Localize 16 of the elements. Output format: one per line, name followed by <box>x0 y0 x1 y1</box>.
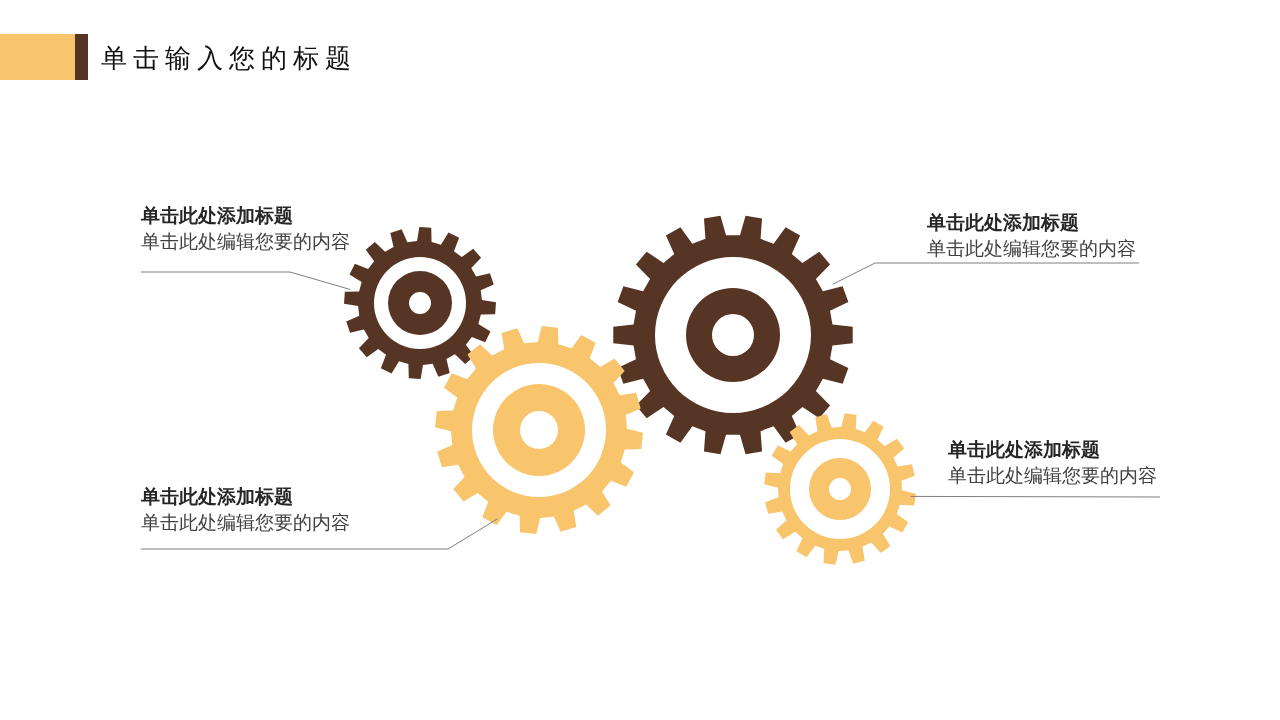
gear-icon <box>613 215 853 455</box>
item-description: 单击此处编辑您要的内容 <box>948 463 1158 488</box>
slide-title: 单击输入您的标题 <box>101 42 357 75</box>
gear-icon <box>435 326 643 534</box>
gear-icon <box>764 413 916 565</box>
item-description: 单击此处编辑您要的内容 <box>927 236 1137 261</box>
item-description: 单击此处编辑您要的内容 <box>141 229 351 254</box>
item-description: 单击此处编辑您要的内容 <box>141 510 351 535</box>
item-heading: 单击此处添加标题 <box>948 437 1101 462</box>
leader-line <box>832 262 1140 285</box>
item-heading: 单击此处添加标题 <box>927 210 1080 235</box>
leader-line <box>910 495 1161 498</box>
item-heading: 单击此处添加标题 <box>141 203 294 228</box>
item-heading: 单击此处添加标题 <box>141 484 294 509</box>
leader-line <box>140 518 499 550</box>
leader-line <box>140 271 351 290</box>
